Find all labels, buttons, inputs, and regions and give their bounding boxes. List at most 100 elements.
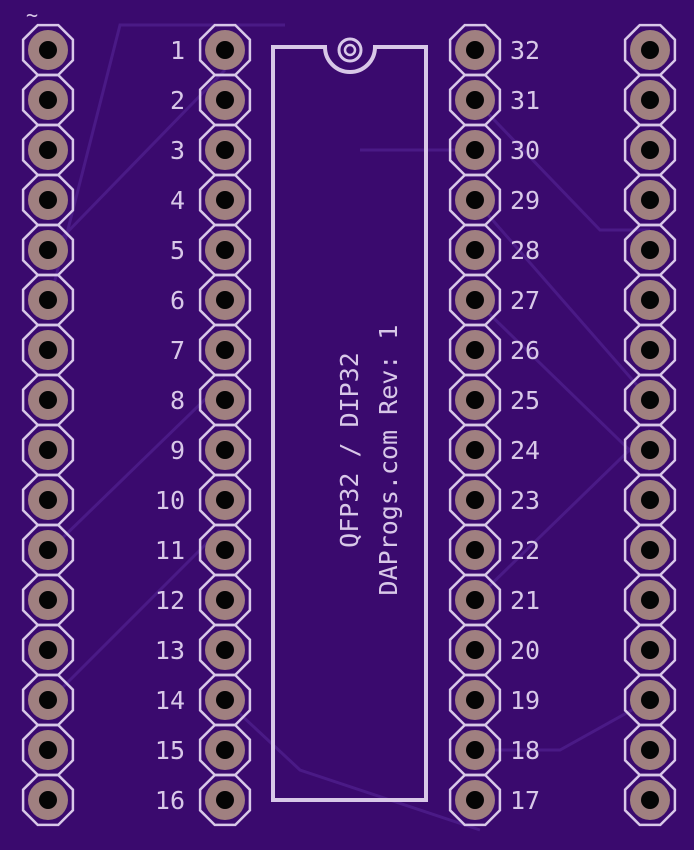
- drill-hole: [641, 241, 659, 259]
- pin-pad: [198, 523, 252, 577]
- board-label-part: QFP32 / DIP32: [335, 352, 364, 548]
- drill-hole: [466, 791, 484, 809]
- drill-hole: [39, 41, 57, 59]
- drill-hole: [39, 741, 57, 759]
- pad-outline: [198, 773, 252, 827]
- drill-hole: [466, 641, 484, 659]
- drill-hole: [216, 91, 234, 109]
- pin-pad: [198, 623, 252, 677]
- drill-hole: [641, 491, 659, 509]
- drill-hole: [641, 391, 659, 409]
- pin-pad: [21, 523, 75, 577]
- drill-hole: [39, 91, 57, 109]
- pin-number-right: 20: [510, 636, 540, 665]
- drill-hole: [39, 341, 57, 359]
- pin-pad: [21, 23, 75, 77]
- drill-hole: [216, 391, 234, 409]
- pin-pad: [623, 23, 677, 77]
- pin-pad: [623, 373, 677, 427]
- trace: [473, 199, 652, 401]
- drill-hole: [466, 191, 484, 209]
- drill-hole: [39, 441, 57, 459]
- trace: [48, 528, 222, 702]
- pin-number-right: 27: [510, 286, 540, 315]
- pin-pad: [448, 473, 502, 527]
- pin-number-right: 21: [510, 586, 540, 615]
- drill-hole: [216, 341, 234, 359]
- pin-pad: [21, 473, 75, 527]
- drill-hole: [466, 341, 484, 359]
- pin-number-left: 7: [170, 336, 185, 365]
- drill-hole: [216, 791, 234, 809]
- drill-hole: [39, 641, 57, 659]
- pad-outline: [623, 773, 677, 827]
- trace: [48, 378, 227, 552]
- pin1-mark: ~: [26, 3, 38, 27]
- pin-pad: [623, 673, 677, 727]
- pin-pad: [448, 273, 502, 327]
- trace: [473, 428, 652, 602]
- pin-pad: [623, 623, 677, 677]
- drill-hole: [641, 41, 659, 59]
- pin-pad: [21, 373, 75, 427]
- drill-hole: [39, 191, 57, 209]
- pin-number-left: 5: [170, 236, 185, 265]
- pin-number-left: 15: [155, 736, 185, 765]
- drill-hole: [641, 441, 659, 459]
- drill-hole: [466, 141, 484, 159]
- drill-hole: [466, 441, 484, 459]
- pin-numbers: 1234567891011121314151632313029282726252…: [155, 36, 540, 815]
- pin-pad: [448, 673, 502, 727]
- pin-number-right: 31: [510, 86, 540, 115]
- pin-pad: [623, 73, 677, 127]
- drill-hole: [216, 141, 234, 159]
- pin-pad: [198, 773, 252, 827]
- pin-pad: [448, 73, 502, 127]
- pin-pad: [623, 173, 677, 227]
- drill-hole: [39, 491, 57, 509]
- pin-pad: [623, 123, 677, 177]
- drill-hole: [641, 591, 659, 609]
- drill-hole: [466, 741, 484, 759]
- pin-pad: [198, 673, 252, 727]
- pin-number-left: 14: [155, 686, 185, 715]
- pin1-marker-dot: [343, 43, 357, 57]
- pin-pad: [623, 773, 677, 827]
- pin-pad: [623, 223, 677, 277]
- pin-pad: [198, 723, 252, 777]
- pin-pad: [448, 173, 502, 227]
- pin-pad: [448, 123, 502, 177]
- drill-hole: [466, 241, 484, 259]
- pin-number-left: 9: [170, 436, 185, 465]
- drill-hole: [216, 441, 234, 459]
- pin-pad: [21, 673, 75, 727]
- pin-pad: [21, 223, 75, 277]
- pin-pad: [21, 773, 75, 827]
- pin-pad: [198, 473, 252, 527]
- pin-number-right: 25: [510, 386, 540, 415]
- pin1-marker-circle: [337, 37, 363, 63]
- pin-pad: [198, 173, 252, 227]
- drill-hole: [39, 291, 57, 309]
- pin-pad: [198, 323, 252, 377]
- pin-pad: [198, 273, 252, 327]
- pin-pad: [448, 773, 502, 827]
- pin-number-left: 13: [155, 636, 185, 665]
- pin-number-left: 11: [155, 536, 185, 565]
- pin-number-right: 17: [510, 786, 540, 815]
- drill-hole: [641, 691, 659, 709]
- pin-number-left: 2: [170, 86, 185, 115]
- drill-hole: [641, 191, 659, 209]
- drill-hole: [216, 241, 234, 259]
- drill-hole: [466, 491, 484, 509]
- pin-pad: [448, 623, 502, 677]
- drill-hole: [216, 41, 234, 59]
- pin-pad: [623, 723, 677, 777]
- drill-hole: [641, 791, 659, 809]
- trace: [475, 698, 651, 752]
- pin-number-left: 16: [155, 786, 185, 815]
- chip-outline: [271, 37, 428, 802]
- trace: [223, 698, 481, 832]
- pin-pad: [623, 323, 677, 377]
